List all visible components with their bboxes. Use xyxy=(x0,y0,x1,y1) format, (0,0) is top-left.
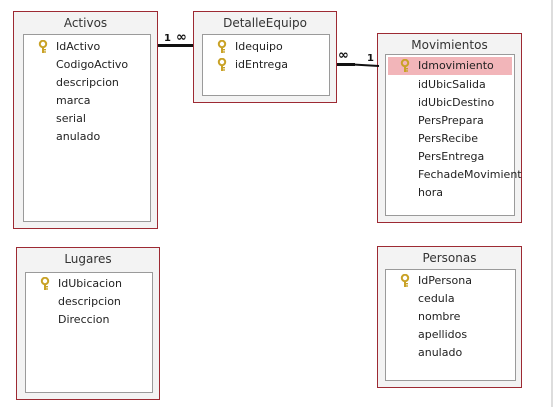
relationship-line xyxy=(158,44,193,47)
field-label: PersPrepara xyxy=(418,114,484,127)
table-activos-field-list: IdActivo CodigoActivo descripcion marca … xyxy=(23,34,151,222)
field-label: CodigoActivo xyxy=(56,58,129,71)
cardinality-many-label: ∞ xyxy=(338,48,349,63)
table-lugares-field-list: IdUbicacion descripcion Direccion xyxy=(25,272,153,393)
field-label: PersRecibe xyxy=(418,132,479,145)
field-idactivo[interactable]: IdActivo xyxy=(24,38,150,56)
field-label: cedula xyxy=(418,292,455,305)
field-label: descripcion xyxy=(56,76,119,89)
field-label: apellidos xyxy=(418,328,468,341)
field-idubicsalida[interactable]: idUbicSalida xyxy=(386,76,514,94)
field-hora[interactable]: hora xyxy=(386,184,514,202)
field-label: marca xyxy=(56,94,91,107)
table-lugares-title[interactable]: Lugares xyxy=(64,252,112,266)
primary-key-icon xyxy=(400,59,410,72)
table-personas[interactable]: Personas IdPersona cedula nombre apellid… xyxy=(377,246,522,388)
field-label: IdPersona xyxy=(418,274,472,287)
table-detalleequipo-title[interactable]: DetalleEquipo xyxy=(223,16,307,30)
table-personas-field-list: IdPersona cedula nombre apellidos anulad… xyxy=(385,269,516,381)
field-idpersona[interactable]: IdPersona xyxy=(386,272,515,290)
field-persprepara[interactable]: PersPrepara xyxy=(386,112,514,130)
field-label: Idequipo xyxy=(235,40,283,53)
cardinality-one-label: 1 xyxy=(164,33,171,44)
table-detalleequipo-field-list: Idequipo idEntrega xyxy=(202,34,330,96)
relationship-line-diagonal xyxy=(353,63,379,67)
table-lugares[interactable]: Lugares IdUbicacion descripcion Direccio… xyxy=(16,247,160,400)
field-label: idUbicSalida xyxy=(418,78,486,91)
table-personas-title[interactable]: Personas xyxy=(422,251,477,265)
field-label: FechadeMovimient xyxy=(418,168,522,181)
field-idubicdestino[interactable]: idUbicDestino xyxy=(386,94,514,112)
field-label: idEntrega xyxy=(235,58,289,71)
primary-key-icon xyxy=(400,274,410,287)
table-movimientos-title[interactable]: Movimientos xyxy=(411,38,488,52)
field-anulado[interactable]: anulado xyxy=(24,128,150,146)
cardinality-many-label: ∞ xyxy=(176,30,187,45)
field-label: IdUbicacion xyxy=(58,277,122,290)
field-label: hora xyxy=(418,186,443,199)
field-label: IdActivo xyxy=(56,40,101,53)
primary-key-icon xyxy=(217,40,227,53)
field-marca[interactable]: marca xyxy=(24,92,150,110)
field-cedula[interactable]: cedula xyxy=(386,290,515,308)
cardinality-one-label: 1 xyxy=(367,53,374,64)
field-label: Direccion xyxy=(58,313,110,326)
field-identrega[interactable]: idEntrega xyxy=(203,56,329,74)
table-movimientos[interactable]: Movimientos Idmovimiento idUbicSalida id… xyxy=(377,33,522,223)
field-descripcion[interactable]: descripcion xyxy=(24,74,150,92)
field-idmovimiento-selected[interactable]: Idmovimiento xyxy=(388,57,512,75)
field-idubicacion[interactable]: IdUbicacion xyxy=(26,275,152,293)
table-activos[interactable]: Activos IdActivo CodigoActivo descripcio… xyxy=(13,11,158,229)
table-detalleequipo[interactable]: DetalleEquipo Idequipo idEntrega xyxy=(193,11,337,103)
canvas-edge-scrollbar[interactable] xyxy=(551,0,553,407)
table-activos-title[interactable]: Activos xyxy=(63,16,108,30)
field-fechademovimient[interactable]: FechadeMovimient xyxy=(386,166,522,184)
field-label: idUbicDestino xyxy=(418,96,495,109)
primary-key-icon xyxy=(217,58,227,71)
field-label: Idmovimiento xyxy=(418,59,494,72)
primary-key-icon xyxy=(38,40,48,53)
field-label: anulado xyxy=(418,346,463,359)
table-movimientos-field-list: Idmovimiento idUbicSalida idUbicDestino … xyxy=(385,54,522,216)
field-codigoactivo[interactable]: CodigoActivo xyxy=(24,56,150,74)
field-serial[interactable]: serial xyxy=(24,110,150,128)
field-anulado[interactable]: anulado xyxy=(386,344,515,362)
field-idequipo[interactable]: Idequipo xyxy=(203,38,329,56)
primary-key-icon xyxy=(40,277,50,290)
field-label: anulado xyxy=(56,130,101,143)
field-label: nombre xyxy=(418,310,461,323)
field-label: serial xyxy=(56,112,86,125)
field-nombre[interactable]: nombre xyxy=(386,308,515,326)
field-persentrega[interactable]: PersEntrega xyxy=(386,148,514,166)
field-apellidos[interactable]: apellidos xyxy=(386,326,515,344)
field-descripcion[interactable]: descripcion xyxy=(26,293,152,311)
field-persrecibe[interactable]: PersRecibe xyxy=(386,130,514,148)
relationship-line xyxy=(337,63,355,66)
field-label: descripcion xyxy=(58,295,121,308)
field-label: PersEntrega xyxy=(418,150,485,163)
field-direccion[interactable]: Direccion xyxy=(26,311,152,329)
